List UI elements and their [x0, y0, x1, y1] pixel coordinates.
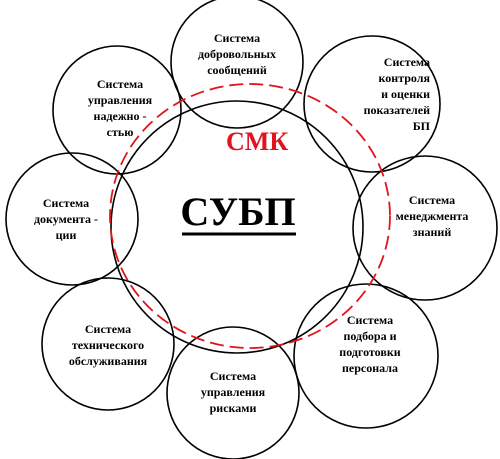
documentation-circle	[5, 152, 139, 286]
node-documentation: Система документа - ции	[33, 196, 99, 242]
center-title: СУБП	[180, 189, 296, 234]
center-circle	[110, 100, 364, 354]
voluntary-reports-circle	[170, 0, 304, 129]
node-voluntary-reports: Система добровольных сообщений	[197, 31, 277, 77]
node-performance-monitoring: Система контроля и оценки показателей БП	[363, 55, 430, 133]
node-technical-maintenance: Система технического обслуживания	[68, 322, 148, 368]
personnel-training-circle	[293, 283, 439, 429]
risk-management-circle	[166, 326, 300, 459]
smk-label: СМК	[226, 127, 289, 156]
performance-monitoring-circle	[303, 35, 441, 173]
node-personnel-training: Система подбора и подготовки персонала	[339, 313, 401, 375]
smk-dashed-ellipse	[109, 83, 391, 349]
knowledge-management-circle	[352, 155, 498, 301]
node-reliability-management: Система управления надежно - стью	[87, 77, 153, 139]
node-risk-management: Система управления рисками	[200, 369, 266, 415]
technical-maintenance-circle	[41, 277, 175, 411]
node-knowledge-management: Система менеджмента знаний	[395, 193, 469, 239]
